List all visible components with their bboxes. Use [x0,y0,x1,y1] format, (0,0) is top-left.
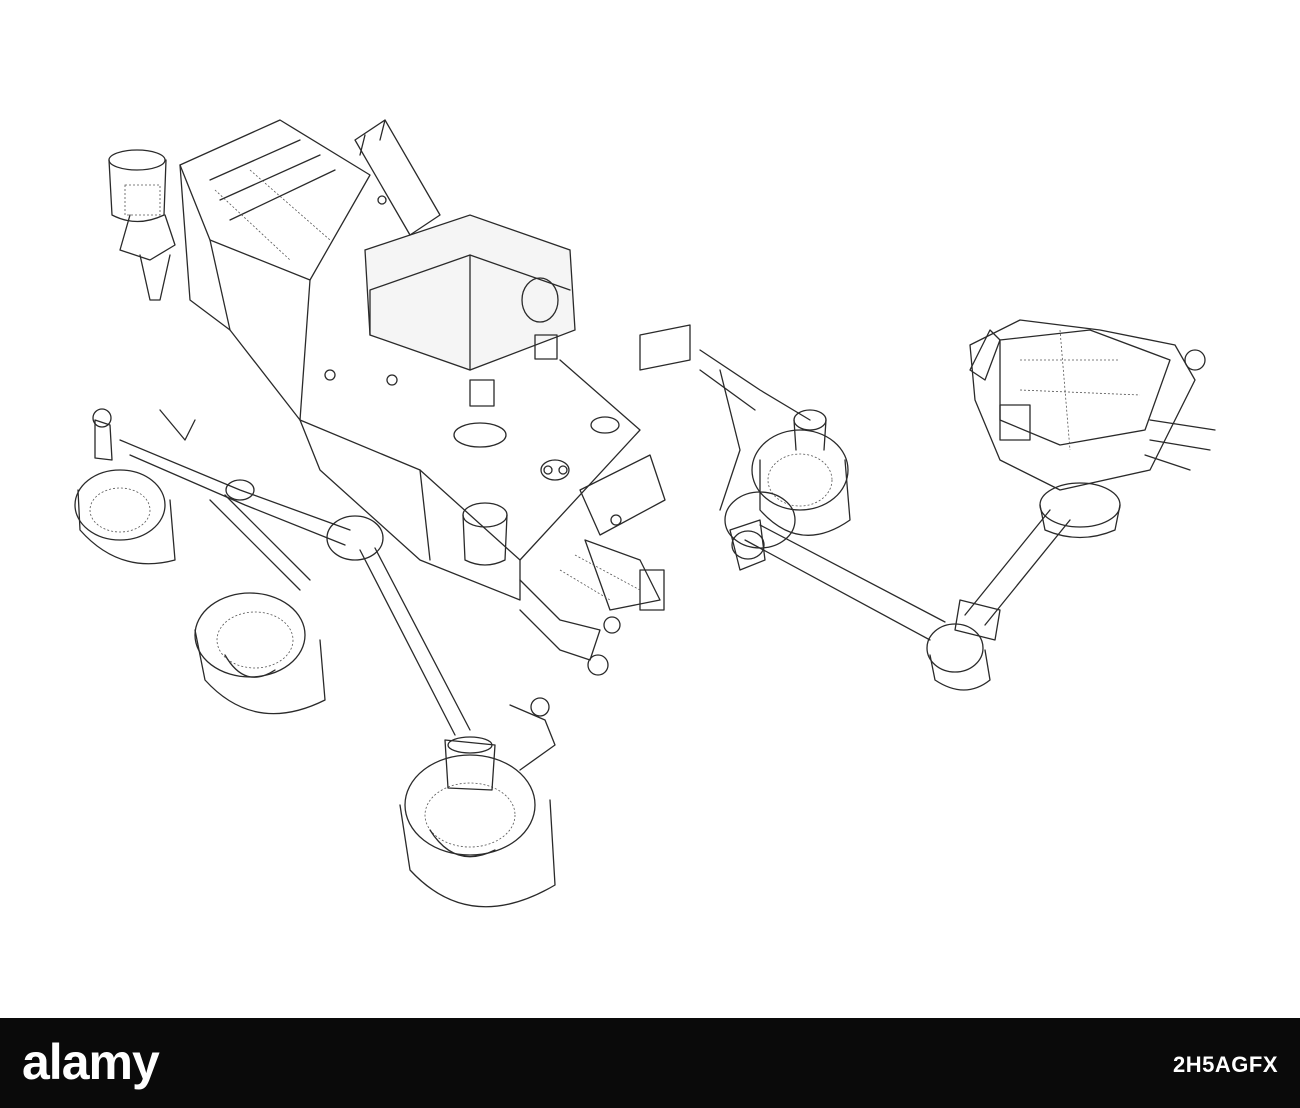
arm-turret [969,319,1216,539]
watermark-footer-bar: alamy 2H5AGFX [0,1018,1300,1108]
mast-camera [108,149,176,301]
rover-body [179,119,691,601]
wheel-middle-left [194,592,326,715]
brand-logo: alamy [22,1034,160,1090]
robotic-arm [729,509,1071,691]
right-wheels [699,349,851,549]
rover-drawing-svg [74,119,1216,908]
wheel-rear-left [399,736,556,908]
image-id-label: 2H5AGFX [1173,1052,1278,1077]
rover-wireframe-illustration [74,119,1216,908]
belly-instruments [519,454,666,676]
wheel-front-left [74,408,176,565]
left-suspension [119,409,556,771]
